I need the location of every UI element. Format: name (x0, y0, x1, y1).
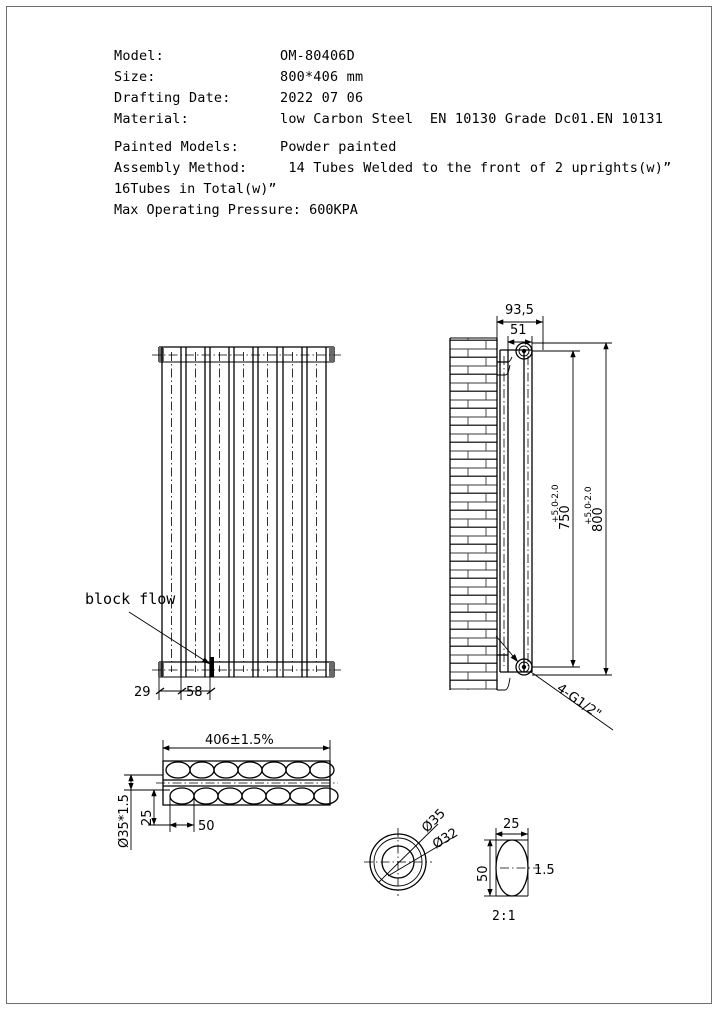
front-dim-58: 58 (186, 685, 203, 700)
spec-value-size: 800*406 mm (280, 69, 364, 85)
side-dim-800-tol-plus: +5.0 (584, 503, 594, 525)
spec-label-size: Size: (114, 69, 156, 85)
oval-scale-label: 2:1 (492, 909, 515, 924)
plan-dim-tube-depth: 25 (140, 809, 155, 826)
plan-tube-diameter-dimension: Ø35*1.5 (117, 774, 170, 850)
side-depth-dimensions: 93,5 51 (496, 303, 544, 350)
spec-value-painted-models: Powder painted (280, 139, 397, 155)
pipe-outer-leader (378, 823, 439, 883)
front-bottom-dimensions: 29 58 (134, 664, 216, 700)
block-flow-label: block flow (85, 590, 176, 608)
front-bottom-header (158, 661, 335, 678)
side-dim-800-tol-minus: -2.0 (584, 486, 594, 504)
spec-label-painted-models: Painted Models: (114, 139, 239, 155)
spec-label-drafting-date: Drafting Date: (114, 90, 231, 106)
page-border (6, 6, 712, 1004)
spec-row-model: Model: OM-80406D (114, 48, 674, 69)
specification-block: Model: OM-80406D Size: 800*406 mm Drafti… (114, 48, 674, 223)
block-flow-leader (128, 611, 211, 665)
spec-row-painted-models: Painted Models: Powder painted (114, 139, 674, 160)
plan-center-band (163, 779, 330, 787)
front-dim-29: 29 (134, 685, 151, 700)
front-top-header (158, 346, 335, 363)
spec-max-operating-pressure: Max Operating Pressure: 600KPA (114, 202, 358, 218)
plan-section-view: 406±1.5% Ø35*1.5 25 (117, 733, 339, 850)
spec-value-drafting-date: 2022 07 06 (280, 90, 364, 106)
oval-dim-wall: 1.5 (534, 863, 555, 878)
spec-row-size: Size: 800*406 mm (114, 69, 674, 90)
oval-dim-height: 50 (476, 865, 491, 882)
side-dim-800-group: 800 +5.0 -2.0 (584, 486, 606, 532)
spec-label-assembly-method: Assembly Method: (114, 160, 248, 176)
spec-row-drafting-date: Drafting Date: 2022 07 06 (114, 90, 674, 111)
spec-row-material: Material: low Carbon Steel EN 10130 Grad… (114, 111, 674, 132)
side-height-dimensions: 750 +5.0 -2.0 800 +5.0 -2.0 (532, 342, 612, 676)
plan-tube-row-upper (165, 761, 335, 779)
wall-brick-hatch (449, 337, 498, 690)
oval-section-detail: 25 50 1.5 2:1 (476, 817, 555, 924)
spec-value-model: OM-80406D (280, 48, 355, 64)
spec-row-assembly-method: Assembly Method: 14 Tubes Welded to the … (114, 160, 674, 181)
front-header-centerlines (152, 354, 341, 671)
side-dim-750-group: 750 +5.0 -2.0 (551, 484, 573, 530)
pipe-section-detail: Ø35 Ø32 (364, 806, 461, 896)
side-dim-depth-total: 93,5 (505, 303, 534, 318)
spec-value-material: low Carbon Steel EN 10130 Grade Dc01.EN … (280, 111, 664, 127)
spec-value-assembly-method: 14 Tubes Welded to the front of 2 uprigh… (280, 160, 672, 176)
oval-width-dimension: 25 (495, 817, 529, 840)
plan-dim-width: 406±1.5% (205, 733, 274, 748)
connection-leader (530, 671, 614, 731)
block-flow-marker (210, 657, 214, 677)
oval-height-dimension: 50 (476, 839, 496, 897)
plan-tube-row-lower (169, 787, 339, 805)
oval-dim-width: 25 (503, 817, 520, 832)
front-tube-columns (161, 347, 327, 677)
side-section-view: 4-G1/2" 93,5 51 (449, 303, 614, 731)
plan-pitch-dimension: 50 (169, 796, 215, 834)
plan-width-dimension: 406±1.5% (162, 733, 331, 761)
pipe-inner-leader (387, 837, 453, 877)
plan-tube-depth-dimension: 25 (140, 789, 175, 826)
radiator-side-profile (499, 349, 533, 673)
top-connector (497, 342, 533, 376)
bottom-connector-leader (495, 635, 519, 663)
side-dim-depth-inner: 51 (510, 323, 527, 338)
side-dim-750-tol-plus: +5.0 (551, 501, 561, 523)
spec-assembly-continuation: 16Tubes in Total(w)” (114, 181, 277, 197)
side-dim-750-tol-minus: -2.0 (551, 484, 561, 502)
side-dim-center-distance: 750 (558, 505, 573, 530)
plan-dim-tube-diameter: Ø35*1.5 (117, 794, 132, 848)
spec-label-model: Model: (114, 48, 164, 64)
spec-label-material: Material: (114, 111, 189, 127)
side-dim-height-total: 800 (591, 507, 606, 532)
connection-label: 4-G1/2" (554, 681, 604, 722)
oval-bounding-box (495, 839, 529, 897)
plan-dim-pitch: 50 (198, 819, 215, 834)
front-elevation-view: block flow 29 58 (85, 346, 341, 700)
bottom-connector (497, 654, 533, 691)
